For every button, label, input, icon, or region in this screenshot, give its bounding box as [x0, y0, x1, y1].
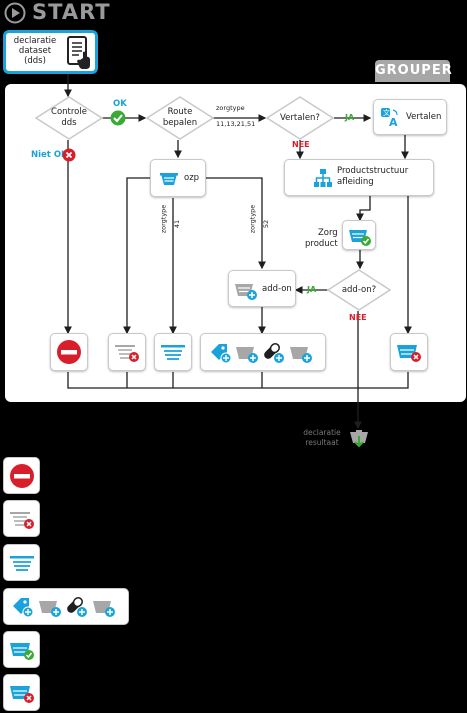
edge-ja2-label: JA — [307, 285, 317, 294]
result-basket-x-grey-card[interactable] — [108, 333, 146, 371]
edge-nee2-label: NEE — [349, 313, 367, 322]
edge-zorgtype-52: 52 — [262, 219, 271, 229]
stop-icon — [57, 340, 81, 364]
basket-check-icon — [9, 642, 34, 660]
basket-plus-icon — [236, 347, 258, 363]
edge-zorgtype-41: 41 — [173, 219, 182, 229]
hierarchy-icon — [313, 168, 333, 188]
decision-vertalen — [265, 96, 335, 140]
decision-route-label: Route bepalen — [162, 107, 198, 128]
result-basket-x-blue-card[interactable] — [390, 333, 428, 371]
legend-basket-check — [3, 631, 40, 668]
decision-route — [145, 96, 215, 140]
decision-addon-label: add-on? — [341, 285, 377, 295]
basket-plus-icon — [290, 347, 312, 363]
basket-icon — [159, 170, 179, 186]
edge-zorgtype-codes: 11,13,21,51 — [216, 120, 256, 128]
process-addon-label: add-on — [262, 284, 292, 294]
tag-plus-icon — [13, 598, 34, 618]
edge-nee1-label: NEE — [292, 140, 310, 149]
edge-niet-ok-label: Niet OK — [31, 150, 68, 160]
result-addon-combo-card[interactable] — [200, 333, 326, 371]
process-vertalen-label: Vertalen — [406, 112, 442, 122]
process-ozp-label: ozp — [184, 173, 200, 183]
basket-check-icon — [348, 226, 372, 246]
zorgproduct-label: Zorg product — [305, 228, 338, 249]
process-addon[interactable]: add-on — [228, 270, 296, 307]
process-ozp[interactable]: ozp — [150, 159, 206, 197]
edge-ja1-label: JA — [345, 113, 355, 122]
grouper-tab: GROUPER — [375, 60, 452, 82]
edge-zorgtype-41-label: zorgtype — [159, 204, 168, 234]
input-dataset-card[interactable]: declaratie dataset (dds) — [3, 30, 98, 74]
download-icon — [348, 428, 370, 450]
pill-plus-icon — [67, 597, 87, 617]
process-zorgproduct[interactable] — [342, 220, 376, 250]
legend-addon-combo — [3, 588, 129, 625]
process-productstructuur[interactable]: Productstructuur afleiding — [284, 159, 434, 196]
legend-basket-x-blue — [3, 674, 40, 711]
start-title: START — [32, 0, 111, 24]
basket-plus-icon — [93, 601, 115, 617]
basket-x-icon — [9, 685, 34, 703]
output-label: declaratie resultaat — [303, 428, 341, 447]
edge-zorgtype-label: zorgtype — [216, 104, 245, 112]
x-icon — [62, 148, 76, 162]
stop-icon — [9, 463, 34, 488]
legend-basket-x-grey — [3, 500, 40, 537]
input-dataset-label: declaratie dataset (dds) — [13, 36, 57, 66]
result-basket-blue-card[interactable] — [154, 333, 192, 371]
svg-text:文: 文 — [383, 108, 390, 117]
decision-controle — [34, 96, 104, 140]
basket-x-icon — [397, 345, 421, 362]
edge-ok-label: OK — [113, 99, 127, 109]
process-productstructuur-label: Productstructuur afleiding — [337, 166, 409, 187]
check-icon — [110, 110, 126, 126]
decision-vertalen-label: Vertalen? — [280, 113, 320, 123]
translate-icon: 文 A — [380, 107, 400, 127]
decision-addon — [326, 269, 392, 311]
legend-stop — [3, 457, 40, 494]
basket-plus-icon — [234, 280, 258, 300]
basket-x-icon — [115, 345, 139, 362]
basket-x-icon — [9, 511, 34, 529]
svg-text:A: A — [389, 116, 398, 127]
decision-controle-label: Controle dds — [51, 107, 87, 128]
legend-basket-blue — [3, 544, 40, 581]
pill-plus-icon — [264, 343, 284, 363]
basket-plus-icon — [39, 601, 61, 617]
process-vertalen[interactable]: 文 A Vertalen — [373, 99, 447, 135]
tag-plus-icon — [211, 344, 232, 364]
result-stop-card[interactable] — [50, 333, 88, 371]
tablet-icon — [66, 36, 92, 70]
start-play-icon — [4, 2, 26, 24]
edge-zorgtype-52-label: zorgtype — [248, 204, 257, 234]
basket-outline-icon — [161, 345, 185, 360]
basket-outline-icon — [9, 555, 34, 571]
